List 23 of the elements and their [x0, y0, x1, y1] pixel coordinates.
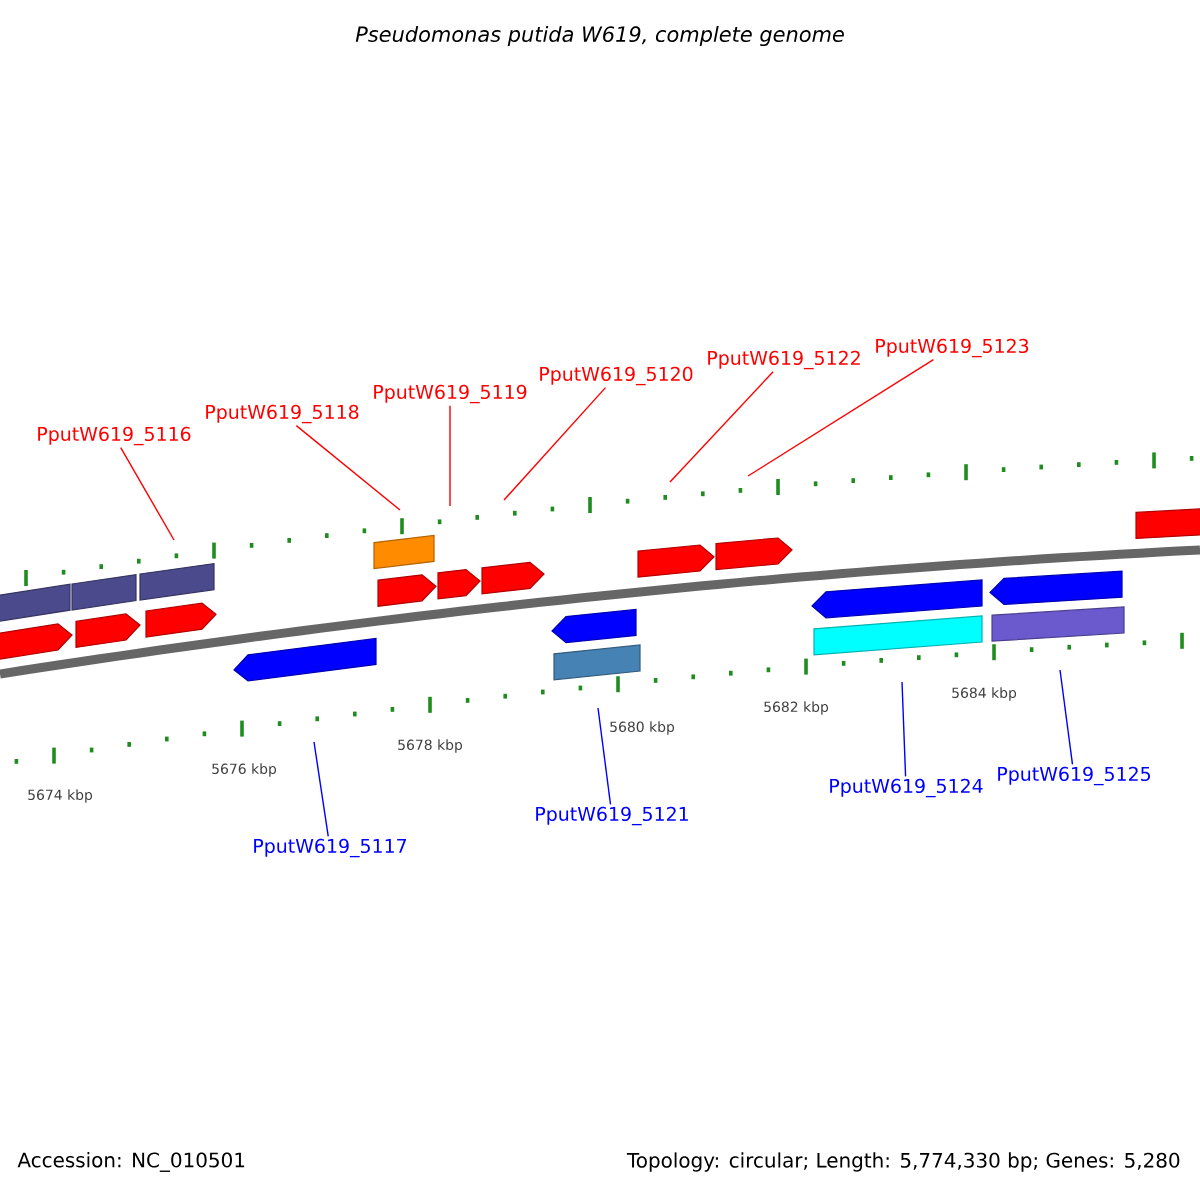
gene-label: PputW619_5122 — [708, 350, 860, 370]
leader-line — [313, 741, 329, 838]
gene-label: PputW619_5121 — [536, 806, 688, 826]
gene-label: PputW619_5123 — [876, 338, 1029, 358]
leader-line — [1059, 669, 1074, 766]
gene-label: PputW619_5119 — [374, 384, 527, 404]
title: Pseudomonas putida W619, complete genome — [355, 25, 844, 47]
gene-label: PputW619_5124 — [830, 778, 983, 798]
leader-line — [503, 386, 607, 501]
leader-line — [597, 707, 612, 806]
genome-info-text: Topology: circular; Length: 5,774,330 bp; Genes: 5,280 — [626, 1152, 1180, 1172]
leader-line — [120, 446, 175, 541]
leader-line — [901, 681, 907, 778]
leader-line — [669, 370, 774, 483]
gene-label: PputW619_5120 — [540, 366, 693, 386]
gene-label: PputW619_5118 — [206, 404, 359, 424]
accession-text: Accession: NC_010501 — [17, 1152, 245, 1172]
leader-line — [747, 358, 935, 477]
leader-line — [295, 424, 401, 511]
gene-label: PputW619_5125 — [998, 766, 1151, 786]
gene-label: PputW619_5117 — [254, 838, 407, 858]
gene-label: PputW619_5116 — [38, 426, 191, 446]
leader-line — [449, 404, 451, 507]
